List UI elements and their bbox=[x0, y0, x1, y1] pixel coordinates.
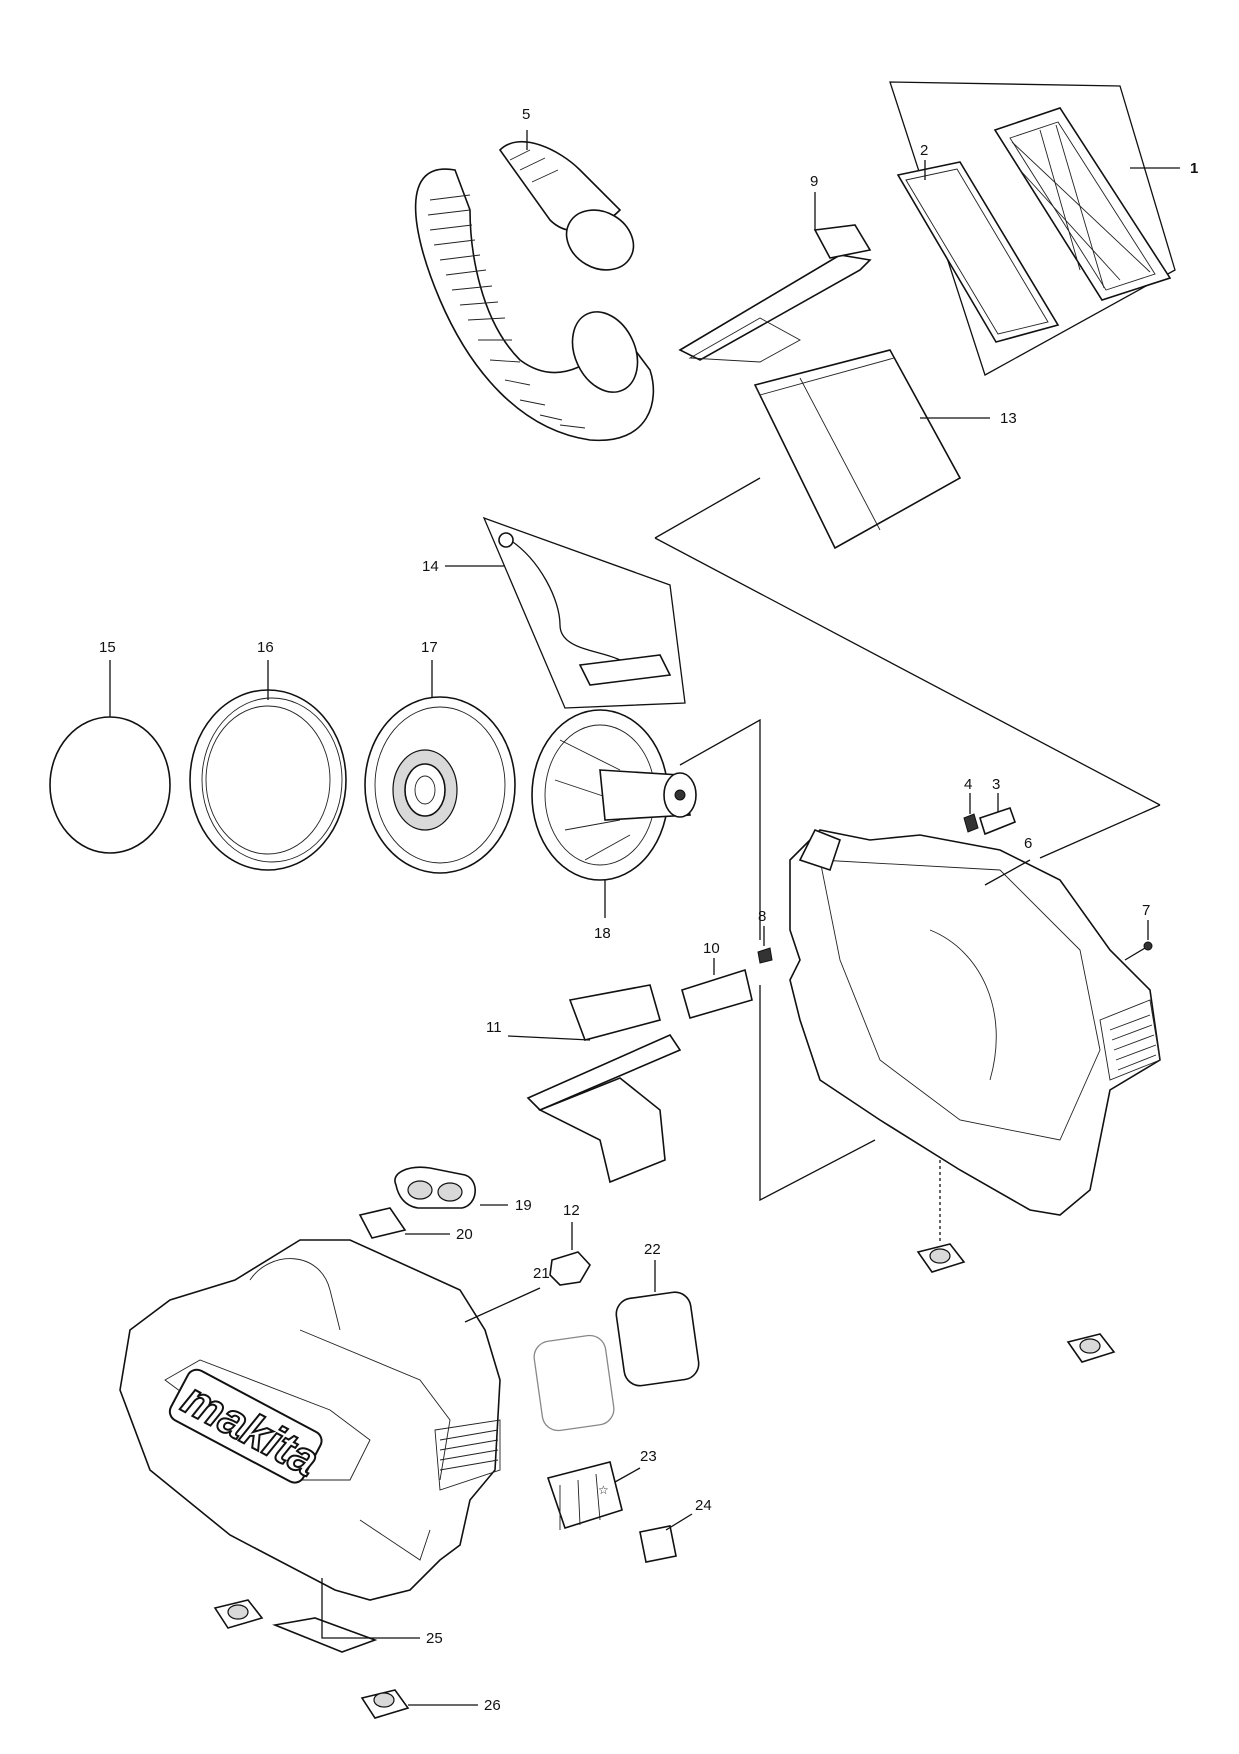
part-15-filter-disc bbox=[49, 716, 171, 854]
leader-21 bbox=[464, 1287, 541, 1323]
part-18-motor-fan bbox=[531, 709, 697, 881]
callout-15: 15 bbox=[99, 639, 116, 656]
part-7-screw bbox=[1124, 941, 1153, 961]
part-1-filter-case bbox=[993, 107, 1172, 301]
part-8-clip bbox=[757, 947, 773, 964]
part-1-2-group-outline bbox=[889, 81, 1176, 376]
part-3-lock-button bbox=[979, 806, 1017, 836]
callout-9: 9 bbox=[810, 173, 818, 190]
callout-21: 21 bbox=[533, 1265, 550, 1282]
part-10-pad bbox=[681, 968, 753, 1019]
part-19-cap bbox=[394, 1166, 476, 1209]
callout-4: 4 bbox=[964, 776, 972, 793]
part-26-rubber-foot bbox=[360, 1689, 410, 1719]
callout-16: 16 bbox=[257, 639, 274, 656]
callout-25: 25 bbox=[426, 1630, 443, 1647]
part-13-dust-bag bbox=[753, 349, 962, 550]
leader-23 bbox=[614, 1467, 641, 1483]
callout-7: 7 bbox=[1142, 902, 1150, 919]
part-2-filter bbox=[896, 161, 1060, 343]
callout-3: 3 bbox=[992, 776, 1000, 793]
leader-24 bbox=[665, 1513, 693, 1531]
part-11-nozzle bbox=[526, 984, 682, 1184]
assembly-line-d bbox=[679, 718, 761, 940]
part-5-hose bbox=[414, 130, 655, 442]
part-25-plate bbox=[272, 1617, 378, 1653]
rubber-foot-extra-1 bbox=[213, 1599, 264, 1629]
assembly-line-e bbox=[759, 985, 876, 1202]
callout-1: 1 bbox=[1190, 160, 1198, 177]
callout-17: 17 bbox=[421, 639, 438, 656]
callout-22: 22 bbox=[644, 1241, 661, 1258]
callout-2: 2 bbox=[920, 142, 928, 159]
callout-24: 24 bbox=[695, 1497, 712, 1514]
part-6-housing bbox=[789, 828, 1161, 1216]
callout-14: 14 bbox=[422, 558, 439, 575]
svg-text:☆: ☆ bbox=[598, 1483, 609, 1497]
part-12-button bbox=[549, 1251, 591, 1286]
callout-8: 8 bbox=[758, 908, 766, 925]
callout-18: 18 bbox=[594, 925, 611, 942]
callout-5: 5 bbox=[522, 106, 530, 123]
rubber-foot-extra-2 bbox=[916, 1243, 966, 1273]
part-17-fan-cover bbox=[364, 696, 516, 874]
callout-10: 10 bbox=[703, 940, 720, 957]
part-14-group-outline bbox=[482, 516, 686, 709]
callout-11: 11 bbox=[486, 1019, 502, 1036]
part-21-cover: makita bbox=[119, 1239, 501, 1601]
leader-11 bbox=[507, 1035, 591, 1041]
callout-23: 23 bbox=[640, 1448, 657, 1465]
leader-25 bbox=[321, 1578, 420, 1639]
part-14-wire bbox=[498, 532, 672, 686]
assembly-line-b bbox=[654, 537, 1161, 806]
part-9-bracket bbox=[678, 224, 872, 363]
assembly-line-a bbox=[654, 477, 761, 539]
rubber-foot-extra-3 bbox=[1066, 1333, 1116, 1363]
callout-13: 13 bbox=[1000, 410, 1017, 427]
callout-26: 26 bbox=[484, 1697, 501, 1714]
assembly-line-c bbox=[1039, 804, 1161, 859]
part-24-label bbox=[639, 1525, 677, 1563]
part-23-terminal: ☆ bbox=[546, 1461, 623, 1530]
callout-19: 19 bbox=[515, 1197, 532, 1214]
callout-6: 6 bbox=[1024, 835, 1032, 852]
part-22-pads bbox=[533, 1291, 700, 1432]
leader-6 bbox=[984, 859, 1031, 886]
part-4-spring bbox=[963, 813, 979, 833]
callout-12: 12 bbox=[563, 1202, 580, 1219]
part-16-ring bbox=[189, 689, 347, 871]
callout-20: 20 bbox=[456, 1226, 473, 1243]
part-20-switch bbox=[358, 1207, 407, 1239]
